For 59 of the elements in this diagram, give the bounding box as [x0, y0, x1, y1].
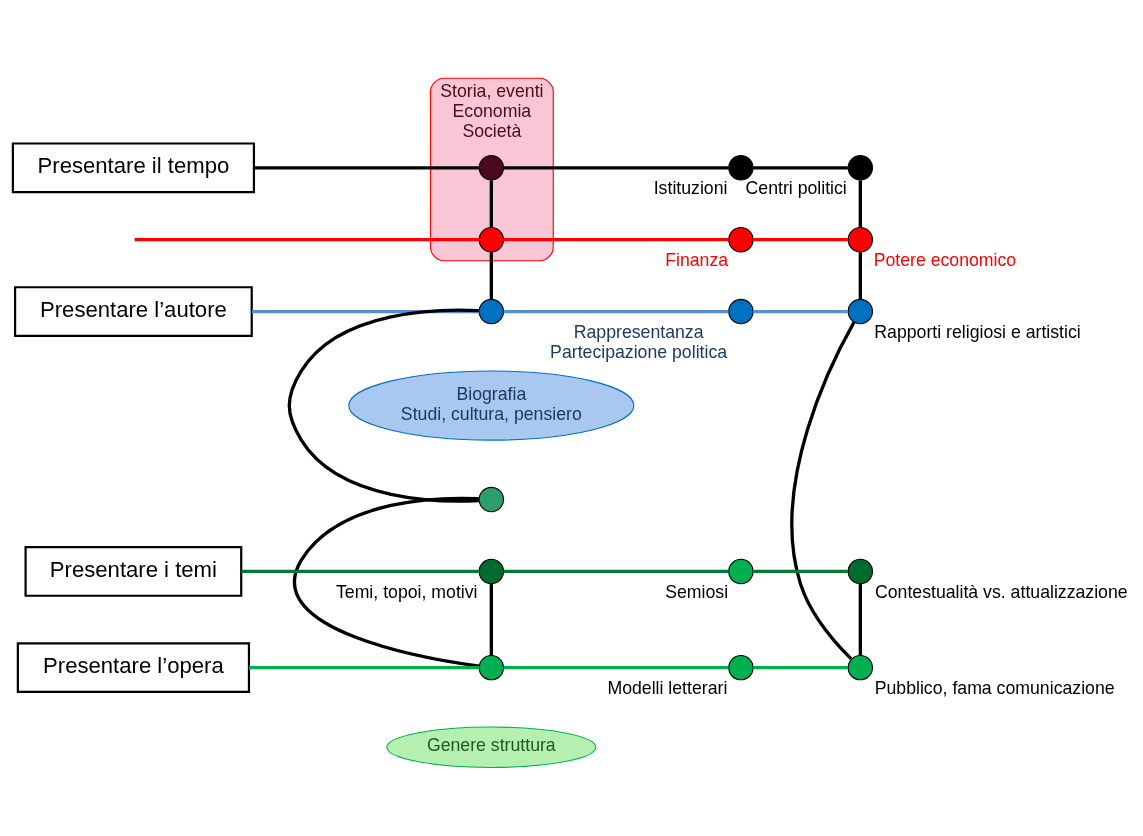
connector — [790, 320, 856, 660]
node-ellipse: Biografia Studi, cultura, pensiero — [348, 370, 635, 441]
connector — [858, 251, 862, 299]
node-label: Rapporti religiosi e artistici — [874, 321, 1081, 342]
connector — [287, 308, 479, 503]
node-circle — [478, 654, 505, 680]
node-circle — [847, 298, 874, 324]
connector — [489, 583, 493, 655]
connector — [858, 583, 862, 655]
connector — [253, 165, 479, 169]
node-circle — [847, 558, 874, 584]
node-circle — [728, 226, 754, 252]
connector — [753, 665, 848, 669]
connector — [293, 496, 480, 668]
node-label: Temi, topoi, motivi — [335, 581, 478, 602]
node-label: Istituzioni — [653, 177, 728, 198]
node-circle — [478, 486, 505, 512]
connector — [753, 309, 848, 313]
node-circle — [478, 154, 505, 181]
connector — [503, 237, 729, 241]
connector — [753, 237, 848, 241]
connector — [241, 569, 479, 573]
node-circle — [728, 558, 754, 584]
node-box: Presentare il tempo — [11, 141, 256, 193]
node-label: Partecipazione politica — [550, 341, 728, 362]
connector — [251, 309, 480, 313]
node-label: Centri politici — [745, 177, 847, 198]
node-circle — [847, 226, 874, 252]
node-circle — [847, 154, 874, 181]
connector — [134, 237, 479, 241]
node-label: Potere economico — [873, 249, 1017, 270]
connector — [503, 309, 729, 313]
cluster: Storia, eventi Economia Società — [429, 77, 554, 261]
node-label: Pubblico, fama comunicazione — [874, 677, 1115, 698]
connector — [858, 179, 862, 227]
connector — [249, 665, 479, 669]
node-circle — [478, 558, 505, 584]
node-circle — [478, 298, 505, 324]
node-box: Presentare l’autore — [14, 285, 253, 337]
node-box: Presentare i temi — [24, 545, 243, 597]
node-label: Semiosi — [665, 581, 729, 602]
connector — [489, 179, 493, 227]
connector — [503, 165, 729, 169]
node-circle — [478, 226, 505, 252]
node-circle — [847, 654, 874, 680]
connector — [489, 251, 493, 299]
node-label: Finanza — [665, 249, 729, 270]
node-ellipse: Genere struttura — [386, 726, 597, 768]
connector — [503, 569, 729, 573]
node-label: Rappresentanza — [573, 321, 704, 342]
node-label: Contestualità vs. attualizzazione — [874, 581, 1128, 602]
node-circle — [728, 654, 754, 680]
node-circle — [728, 298, 754, 324]
node-label: Modelli letterari — [607, 677, 728, 698]
node-circle — [728, 154, 754, 181]
connector — [753, 569, 848, 573]
connector — [503, 665, 729, 669]
node-box: Presentare l’opera — [16, 641, 251, 693]
connector — [753, 165, 848, 169]
